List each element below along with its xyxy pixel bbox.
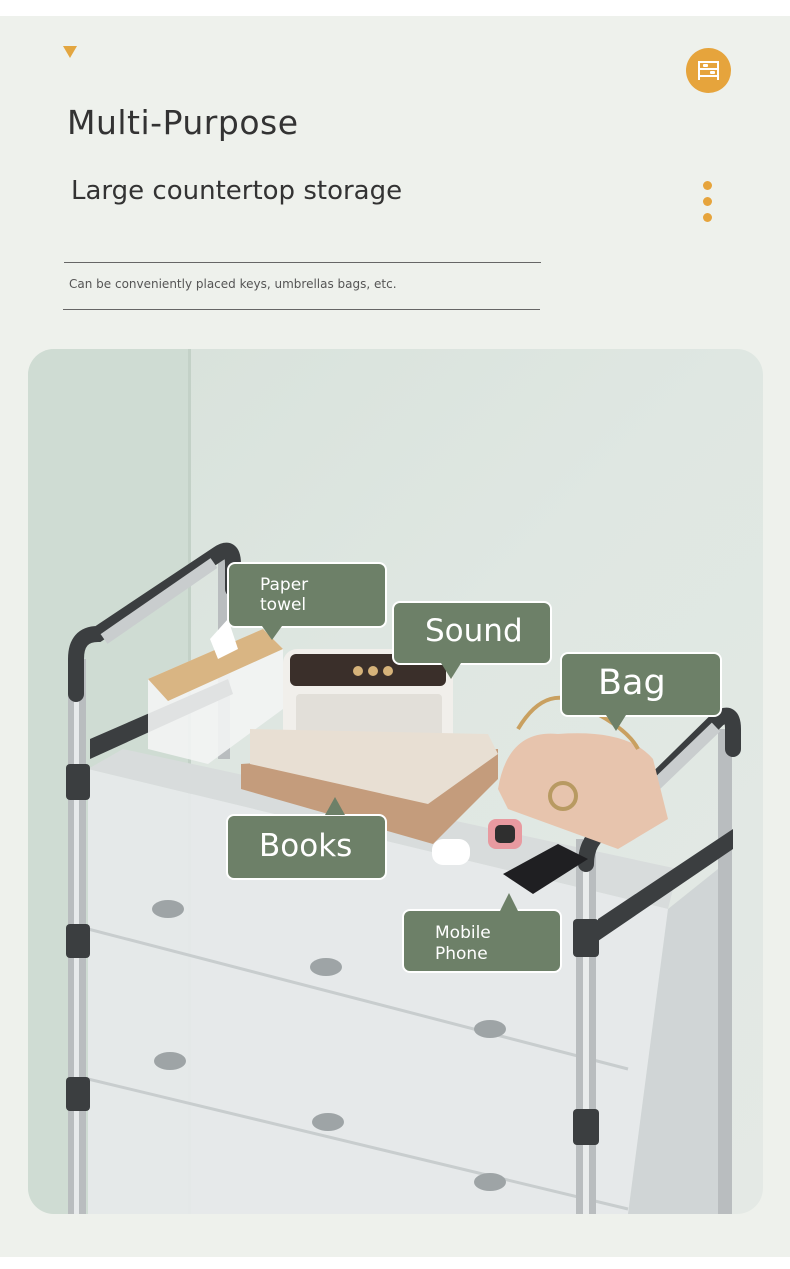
page-subtitle: Large countertop storage [71, 176, 403, 206]
label-books-text: Books [259, 828, 353, 864]
label-paper-towel: Paper towel [227, 562, 387, 628]
shoe-rack-icon [686, 48, 731, 93]
divider-top [64, 262, 541, 263]
label-paper-towel-text: Paper towel [260, 575, 309, 615]
label-sound: Sound [392, 601, 552, 665]
label-pointer [262, 626, 282, 640]
label-pointer [325, 797, 345, 815]
label-mobile-phone-text: Mobile Phone [435, 923, 491, 964]
label-sound-text: Sound [425, 613, 523, 649]
caption-text: Can be conveniently placed keys, umbrell… [69, 277, 397, 291]
divider-bottom [63, 309, 540, 310]
product-photo [28, 349, 763, 1214]
vertical-dots-icon [703, 181, 713, 229]
page-title: Multi-Purpose [67, 103, 299, 142]
triangle-down-icon [63, 46, 77, 58]
label-pointer [500, 893, 518, 911]
label-books: Books [226, 814, 387, 880]
label-bag-text: Bag [598, 663, 666, 703]
label-bag: Bag [560, 652, 722, 717]
label-mobile-phone: Mobile Phone [402, 909, 562, 973]
label-pointer [606, 715, 626, 731]
label-pointer [441, 663, 461, 679]
